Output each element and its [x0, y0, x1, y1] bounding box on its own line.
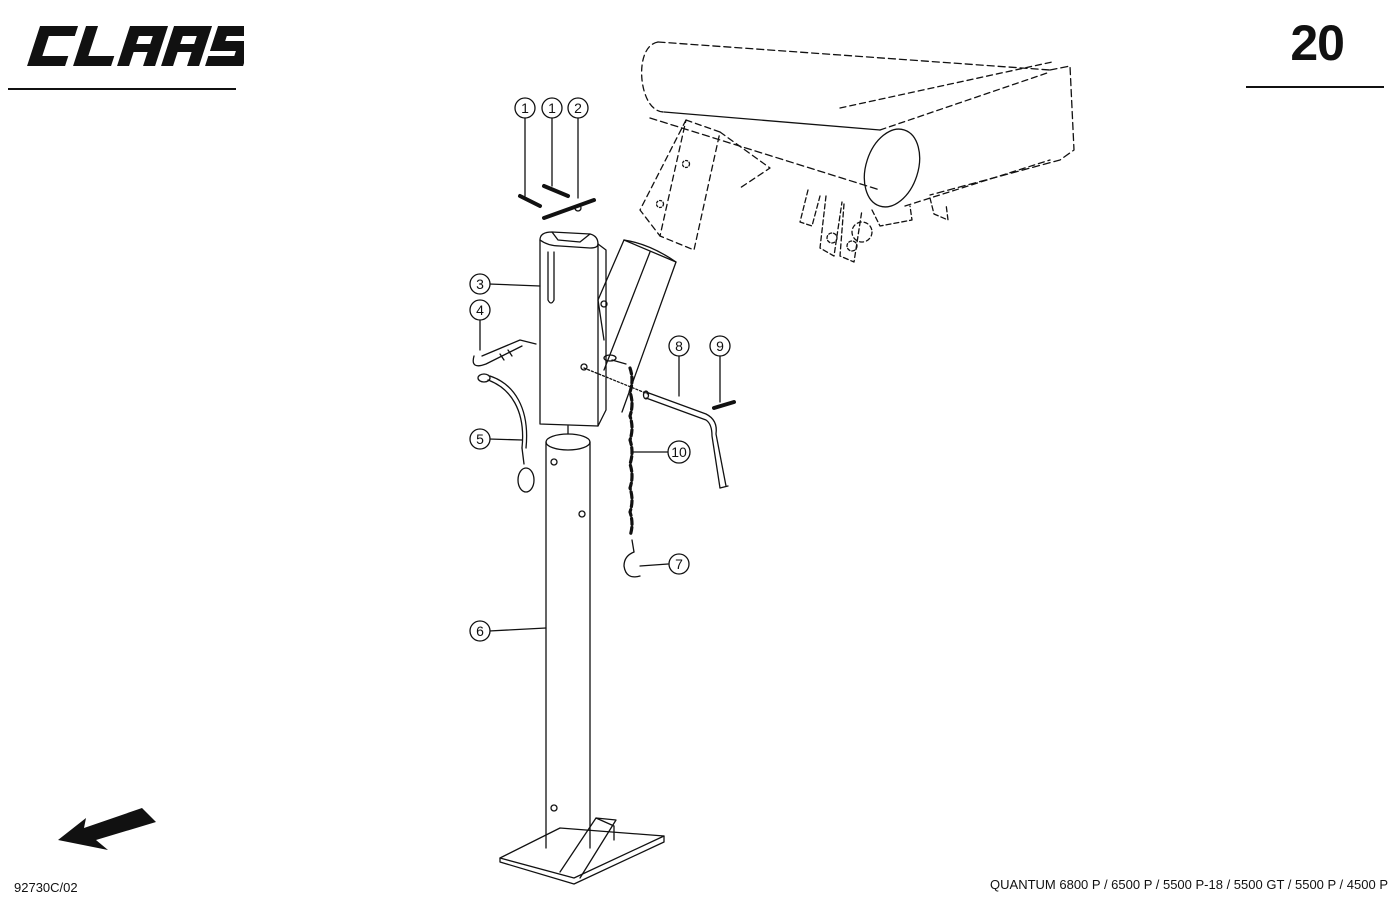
svg-text:2: 2: [574, 100, 582, 116]
leader-lines: [479, 117, 721, 632]
callout-3: 3: [469, 273, 491, 295]
arrow-down-left-icon: [58, 808, 156, 850]
model-list: QUANTUM 6800 P / 6500 P / 5500 P-18 / 55…: [990, 877, 1388, 892]
svg-text:1: 1: [548, 100, 556, 116]
header-rule-left: [8, 88, 236, 90]
svg-text:10: 10: [671, 444, 687, 460]
foot-plate: [499, 817, 665, 885]
drawbar-frame: [640, 41, 1075, 263]
svg-text:7: 7: [675, 556, 683, 572]
svg-text:9: 9: [716, 338, 724, 354]
callout-2: 2: [567, 97, 589, 119]
pins-1-2: [518, 184, 596, 220]
svg-text:1: 1: [521, 100, 529, 116]
callout-10: 10: [667, 440, 691, 464]
callout-7: 7: [668, 553, 690, 575]
spring-pin: [712, 400, 736, 410]
callout-4: 4: [469, 299, 491, 321]
crank-handle: [642, 390, 729, 489]
callout-9: 9: [709, 335, 731, 357]
svg-text:5: 5: [476, 431, 484, 447]
header-rule-right: [1246, 86, 1384, 88]
jack-mount-bracket: [639, 119, 771, 251]
svg-text:6: 6: [476, 623, 484, 639]
lanyard-cable: [477, 373, 535, 493]
callout-5: 5: [469, 428, 491, 450]
callout-8: 8: [668, 335, 690, 357]
svg-text:4: 4: [476, 302, 484, 318]
callout-1a: 1: [514, 97, 536, 119]
drawing-code: 92730C/02: [14, 880, 78, 895]
callout-6: 6: [469, 620, 491, 642]
svg-text:8: 8: [675, 338, 683, 354]
outer-jack-tube: [539, 231, 607, 427]
angled-sleeve: [597, 239, 677, 413]
page-number: 20: [1290, 15, 1345, 71]
svg-text:3: 3: [476, 276, 484, 292]
inner-jack-tube: [545, 433, 591, 849]
callout-1b: 1: [541, 97, 563, 119]
claas-logo: [27, 26, 244, 66]
linch-pin: [472, 339, 537, 367]
